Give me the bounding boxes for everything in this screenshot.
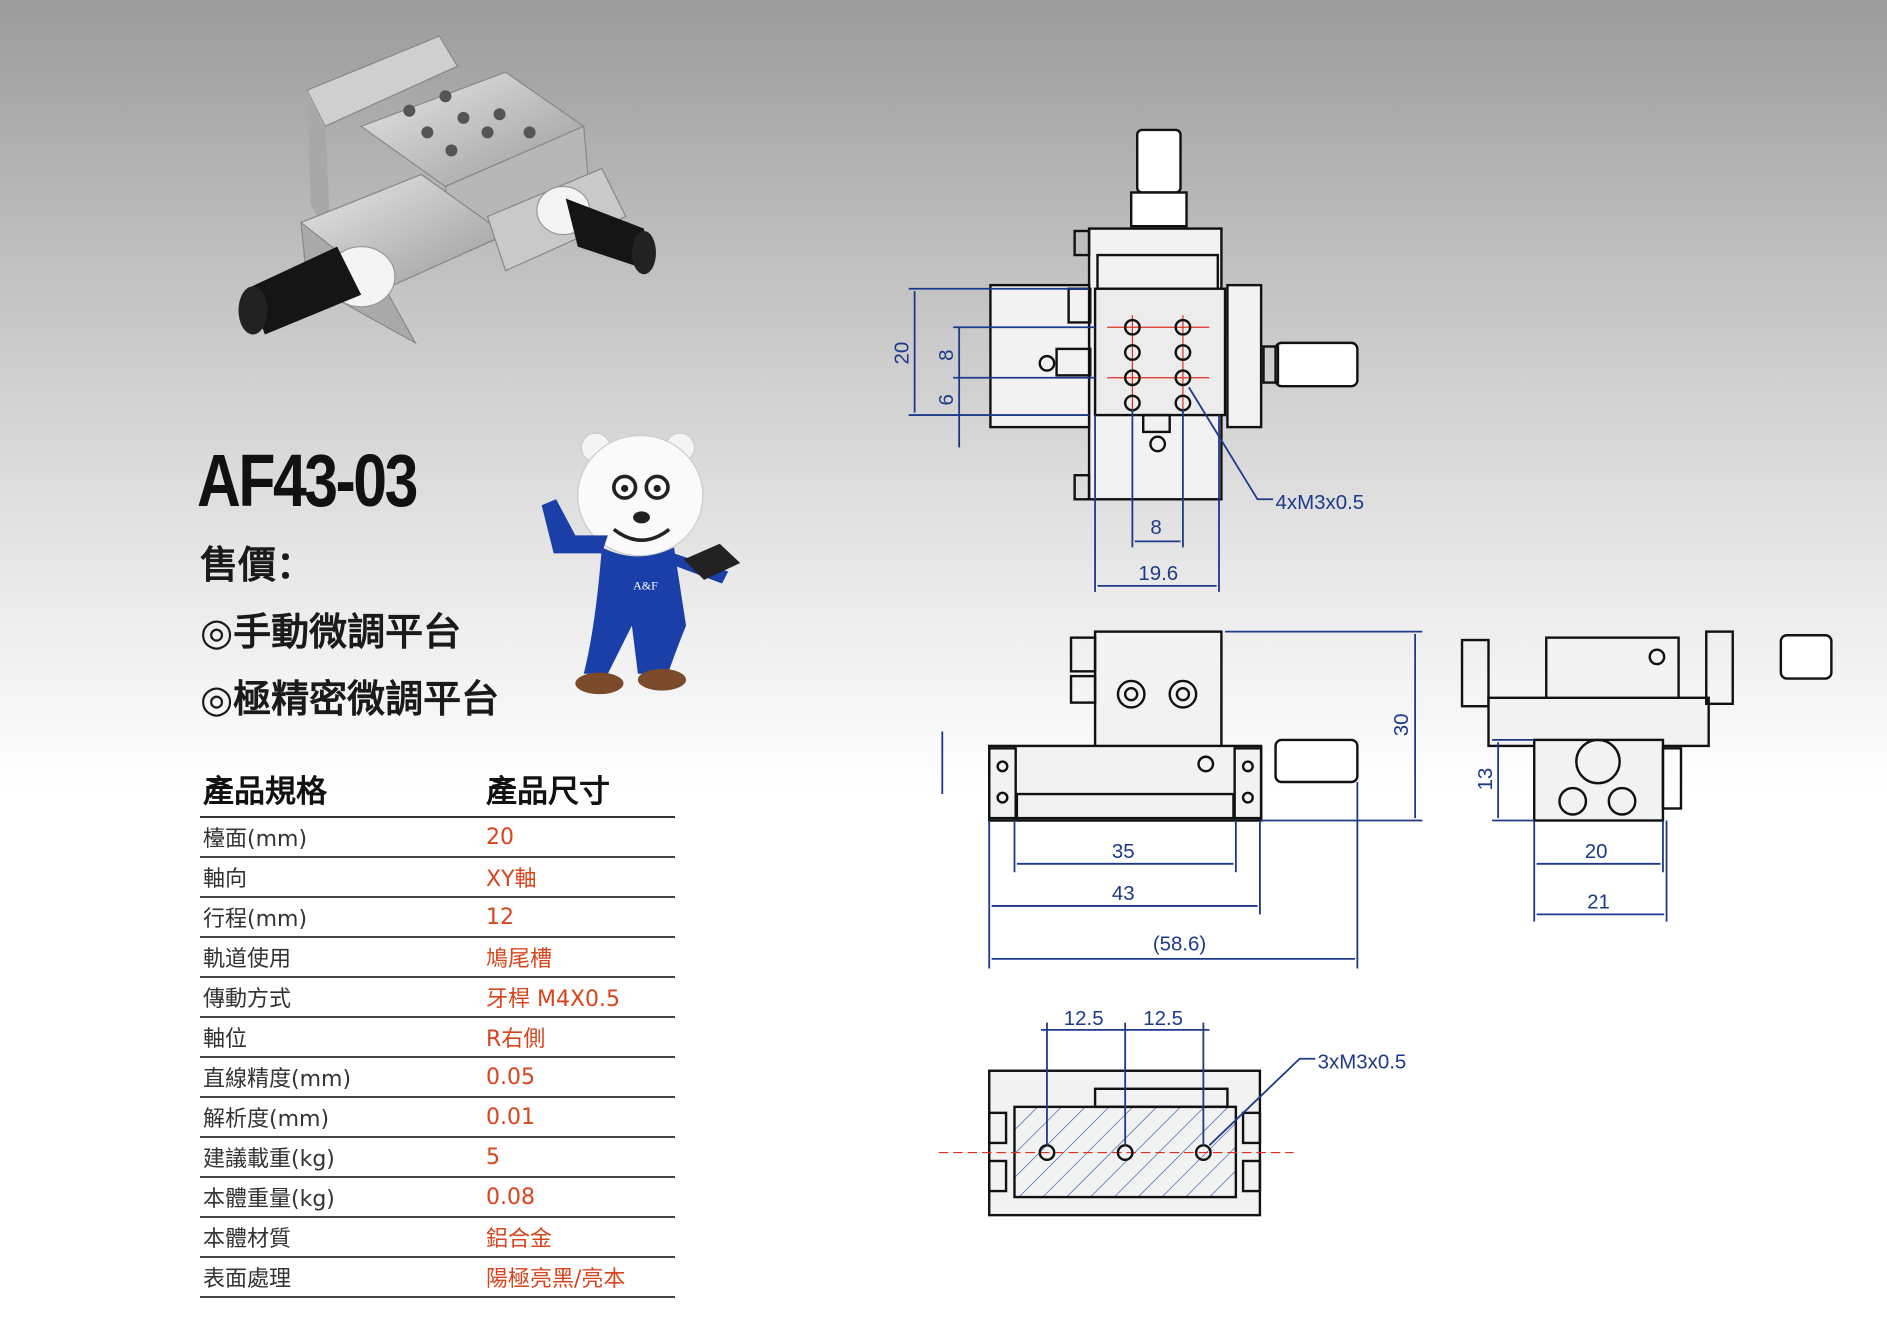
spec-label: 軸向 bbox=[203, 867, 248, 892]
spec-row: 表面處理 陽極亮黑/亮本 bbox=[200, 1258, 675, 1298]
dim-front-58-6: (58.6) bbox=[1153, 932, 1206, 955]
spec-value: 0.05 bbox=[486, 1064, 535, 1090]
header-size: 產品尺寸 bbox=[486, 773, 610, 810]
dim-top-19-6: 19.6 bbox=[1138, 562, 1178, 585]
dim-front-30: 30 bbox=[1390, 714, 1413, 737]
spec-value: R右側 bbox=[486, 1027, 546, 1052]
dim-top-8h: 8 bbox=[1150, 516, 1161, 539]
spec-value: 鋁合金 bbox=[486, 1227, 553, 1252]
spec-value: 0.08 bbox=[486, 1184, 535, 1210]
spec-value: 20 bbox=[486, 824, 514, 850]
dim-top-6: 6 bbox=[935, 394, 958, 405]
spec-label: 傳動方式 bbox=[203, 987, 292, 1012]
spec-value: 鳩尾槽 bbox=[486, 947, 553, 972]
spec-value: 5 bbox=[486, 1144, 500, 1170]
product-photo bbox=[238, 35, 656, 345]
spec-row: 傳動方式 牙桿 M4X0.5 bbox=[200, 978, 675, 1018]
top-view-drawing bbox=[908, 128, 1359, 592]
mascot-badge: A&F bbox=[633, 579, 658, 593]
dim-side-20: 20 bbox=[1585, 840, 1608, 863]
bottom-view-drawing bbox=[938, 1022, 1316, 1217]
header-spec: 產品規格 bbox=[203, 773, 327, 810]
dim-front-43: 43 bbox=[1112, 882, 1135, 905]
spec-table-header: 產品規格 產品尺寸 bbox=[200, 760, 675, 818]
spec-label: 本體材質 bbox=[203, 1227, 292, 1252]
spec-label: 直線精度(mm) bbox=[203, 1067, 352, 1092]
spec-row: 本體重量(kg) 0.08 bbox=[200, 1178, 675, 1218]
spec-row: 檯面(mm) 20 bbox=[200, 818, 675, 858]
front-view-drawing bbox=[941, 630, 1423, 969]
feature-2: ◎極精密微調平台 bbox=[200, 677, 500, 721]
spec-row: 直線精度(mm) 0.05 bbox=[200, 1058, 675, 1098]
dim-bottom-12-5b: 12.5 bbox=[1143, 1007, 1183, 1030]
spec-label: 解析度(mm) bbox=[203, 1107, 330, 1132]
spec-row: 解析度(mm) 0.01 bbox=[200, 1098, 675, 1138]
spec-row: 本體材質 鋁合金 bbox=[200, 1218, 675, 1258]
price-label: 售價： bbox=[200, 543, 315, 587]
spec-value: 12 bbox=[486, 904, 514, 930]
spec-label: 表面處理 bbox=[203, 1267, 292, 1292]
spec-row: 軸位 R右側 bbox=[200, 1018, 675, 1058]
model-number: AF43-03 bbox=[197, 439, 418, 522]
spec-value: 陽極亮黑/亮本 bbox=[486, 1267, 626, 1292]
spec-label: 本體重量(kg) bbox=[203, 1187, 335, 1212]
spec-row: 軌道使用 鳩尾槽 bbox=[200, 938, 675, 978]
spec-row: 軸向 XY軸 bbox=[200, 858, 675, 898]
spec-row: 行程(mm) 12 bbox=[200, 898, 675, 938]
dim-top-20: 20 bbox=[891, 342, 914, 365]
spec-value: 牙桿 M4X0.5 bbox=[486, 987, 621, 1012]
spec-label: 軌道使用 bbox=[203, 947, 292, 972]
spec-label: 軸位 bbox=[203, 1027, 248, 1052]
thread-callout-3xm3: 3xM3x0.5 bbox=[1318, 1050, 1407, 1073]
feature-1: ◎手動微調平台 bbox=[200, 610, 462, 654]
thread-callout-4xm3: 4xM3x0.5 bbox=[1276, 491, 1365, 514]
dim-top-8v: 8 bbox=[935, 350, 958, 361]
spec-label: 行程(mm) bbox=[203, 907, 308, 932]
spec-label: 建議載重(kg) bbox=[203, 1147, 335, 1172]
dim-front-35: 35 bbox=[1112, 840, 1135, 863]
spec-table: 產品規格 產品尺寸 檯面(mm) 20 軸向 XY軸行程(mm) 12 軌道使用 鳩尾槽傳動… bbox=[200, 760, 675, 1298]
side-view-drawing bbox=[1460, 630, 1833, 922]
spec-row: 建議載重(kg) 5 bbox=[200, 1138, 675, 1178]
dim-side-13: 13 bbox=[1474, 768, 1497, 791]
spec-value: XY軸 bbox=[486, 867, 537, 892]
spec-label: 檯面(mm) bbox=[203, 827, 308, 852]
spec-value: 0.01 bbox=[486, 1104, 535, 1130]
dim-bottom-12-5a: 12.5 bbox=[1064, 1007, 1104, 1030]
mascot-illustration: A&F bbox=[541, 432, 741, 695]
dim-side-21: 21 bbox=[1587, 890, 1610, 913]
